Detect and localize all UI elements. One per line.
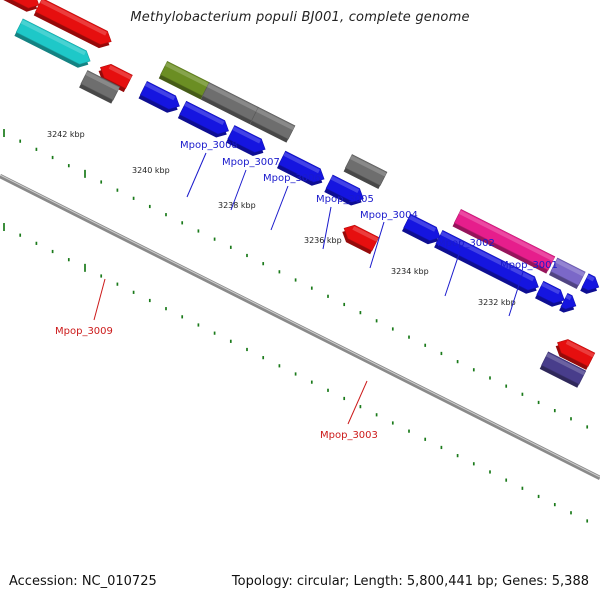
gene-arrow xyxy=(0,0,40,9)
gene-arrow-highlight xyxy=(458,210,555,262)
gene-arrow-highlight xyxy=(232,126,261,144)
gene-arrow-highlight xyxy=(565,294,572,301)
accession-text: Accession: NC_010725 xyxy=(9,574,157,589)
gene-arrow xyxy=(541,351,587,385)
callout-leader xyxy=(93,278,106,321)
gene-label: Mpop_3009 xyxy=(55,326,113,337)
gene-arrow-highlight xyxy=(20,19,86,56)
gene-arrow-highlight xyxy=(440,231,535,282)
gene-feature-1 xyxy=(33,0,112,49)
gene-label: Mpop_3007 xyxy=(222,157,280,168)
gene-arrow-highlight xyxy=(586,274,595,282)
gene-arrow-highlight xyxy=(349,155,387,177)
gene-feature-21 xyxy=(580,273,600,294)
gene-arrow-highlight xyxy=(555,258,585,277)
gene-label: Mpop_3006 xyxy=(263,173,321,184)
map-title: Methylobacterium populi BJ001, complete … xyxy=(130,10,470,25)
gene-arrow xyxy=(557,339,596,367)
scale-labels: 3242 kbp 3240 kbp 3238 kbp 3236 kbp 3234 kbp… xyxy=(47,130,516,307)
gene-feature-20 xyxy=(559,292,577,313)
gene-arrow xyxy=(344,154,388,186)
gene-arrow-highlight xyxy=(565,340,595,358)
gene-arrow-highlight xyxy=(408,215,436,232)
gene-arrow-highlight xyxy=(546,352,586,376)
scale-label: 3236 kbp xyxy=(304,236,342,245)
callout-leader xyxy=(270,185,289,231)
callout-leader xyxy=(369,221,385,269)
gene-label: Mpop_3003 xyxy=(320,430,378,441)
gene-arrow-highlight xyxy=(165,62,209,87)
callout-leader xyxy=(444,250,461,297)
callout-leader xyxy=(322,206,332,250)
gene-arrow-highlight xyxy=(256,108,295,131)
genome-backbone xyxy=(0,173,600,481)
gene-arrow-highlight xyxy=(40,0,108,36)
backbone-line xyxy=(0,173,600,481)
gene-feature-16 xyxy=(452,209,556,274)
backbone-highlight xyxy=(0,174,600,478)
gene-feature-0 xyxy=(0,0,40,12)
gene-feature-9 xyxy=(177,100,229,138)
gene-feature-4 xyxy=(79,70,121,104)
gene-arrow-highlight xyxy=(207,83,258,112)
gene-feature-7 xyxy=(249,106,296,143)
callout-leader xyxy=(347,380,368,425)
gene-label: Mpop_3002 xyxy=(437,238,495,249)
scale-label: 3240 kbp xyxy=(132,166,170,175)
scale-label: 3238 kbp xyxy=(218,201,256,210)
scale-label: 3242 kbp xyxy=(47,130,85,139)
scale-label: 3232 kbp xyxy=(478,298,516,307)
gene-arrow xyxy=(100,63,133,89)
gene-arrow xyxy=(251,106,296,140)
gene-feature-11 xyxy=(276,150,325,186)
gene-label: Mpop_3008 xyxy=(180,140,238,151)
gene-arrow-highlight xyxy=(541,282,561,295)
genome-summary-text: Topology: circular; Length: 5,800,441 bp… xyxy=(231,574,589,589)
gene-feature-23 xyxy=(539,351,587,388)
gene-feature-14 xyxy=(342,224,380,255)
gene-arrow-highlight xyxy=(85,71,120,92)
gene-arrow xyxy=(343,224,380,252)
gene-arrow-highlight xyxy=(330,175,360,193)
gene-feature-3 xyxy=(98,63,133,93)
gene-feature-8 xyxy=(138,81,180,113)
gene-callouts: Mpop_3008Mpop_3007Mpop_3006Mpop_3005Mpop… xyxy=(55,140,558,441)
tick-marks xyxy=(3,129,589,523)
gene-feature-10 xyxy=(226,125,266,156)
gene-arrow-highlight xyxy=(283,152,320,174)
callout-leader xyxy=(230,169,247,211)
gene-arrow xyxy=(80,70,121,101)
gene-feature-6 xyxy=(200,82,259,125)
gene-arrow xyxy=(560,292,577,310)
gene-arrow-highlight xyxy=(108,65,132,80)
gene-feature-15 xyxy=(401,213,441,245)
gene-arrow xyxy=(581,273,600,291)
gene-arrow xyxy=(453,209,556,271)
gene-label: Mpop_3004 xyxy=(360,210,418,221)
gene-feature-17 xyxy=(434,229,539,294)
gene-features xyxy=(0,0,600,388)
gene-feature-2 xyxy=(14,18,91,68)
scale-label: 3234 kbp xyxy=(391,267,429,276)
gene-feature-19 xyxy=(535,280,565,307)
gene-feature-5 xyxy=(158,60,210,100)
callout-leader xyxy=(508,271,524,317)
gene-feature-22 xyxy=(555,339,596,370)
gene-feature-13 xyxy=(324,174,364,206)
gene-arrow-highlight xyxy=(352,226,379,242)
gene-arrow-highlight xyxy=(184,102,225,126)
gene-arrow xyxy=(550,257,586,286)
gene-feature-18 xyxy=(548,257,586,289)
gene-feature-12 xyxy=(343,154,388,190)
callout-leader xyxy=(186,152,207,198)
gene-arrow-highlight xyxy=(144,82,176,101)
gene-label: Mpop_3005 xyxy=(316,194,374,205)
gene-label: Mpop_3001 xyxy=(500,260,558,271)
